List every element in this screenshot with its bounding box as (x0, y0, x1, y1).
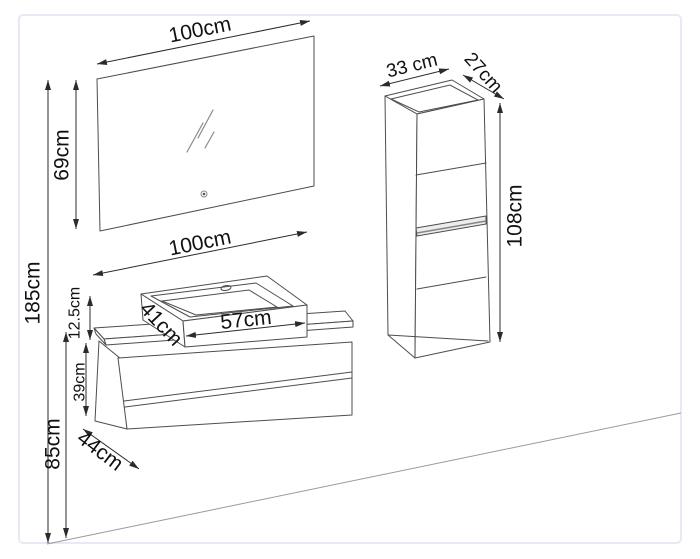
mirror-touch-sensor-icon (200, 190, 208, 198)
label-basin-height: 12.5cm (67, 287, 84, 339)
label-basin-width: 57cm (219, 306, 272, 334)
vanity-drawer-divider-top (123, 371, 353, 402)
dim-line-cabinet-depth (82, 428, 140, 470)
dim-line-tall-width (379, 68, 450, 87)
tall-cabinet-left-face (384, 95, 418, 359)
dim-line-basin-width (185, 321, 306, 338)
mirror (96, 35, 315, 232)
label-cabinet-depth: 44cm (73, 426, 128, 475)
vanity-cabinet (94, 340, 353, 430)
mirror-glare-marks (186, 109, 215, 153)
label-mirror-width: 100cm (167, 12, 233, 47)
tall-cabinet-groove-shadow (416, 220, 487, 234)
tall-cabinet-bottom-edge (387, 334, 489, 342)
basin-bowl-edge (160, 289, 279, 316)
label-counter-width: 100cm (167, 225, 233, 260)
frame-border (18, 14, 682, 544)
label-mirror-height: 69cm (51, 129, 74, 180)
label-tall-height: 108cm (504, 184, 527, 247)
label-tall-width: 33 cm (384, 50, 439, 83)
label-total-height: 185cm (22, 261, 45, 324)
dim-line-mirror-width (96, 20, 311, 65)
countertop-left-edge (93, 327, 107, 346)
tall-cabinet-handle-groove (415, 215, 487, 237)
label-cabinet-height: 39cm (72, 362, 89, 401)
tall-cabinet (384, 79, 491, 359)
vanity-front-face (117, 341, 353, 430)
dim-line-tall-depth (462, 74, 505, 100)
floor-line (46, 412, 682, 545)
label-floor-height: 85cm (42, 418, 65, 469)
vanity-drawer-divider-bottom (124, 377, 353, 408)
tall-cabinet-lower-division (416, 276, 487, 290)
faucet-hole (220, 284, 232, 292)
mirror-touch-sensor-dot (202, 192, 206, 196)
dim-line-counter-width (92, 231, 308, 276)
dimension-lines (45, 20, 505, 543)
tall-cabinet-upper-division (415, 162, 487, 176)
mirror-outline (96, 35, 315, 232)
